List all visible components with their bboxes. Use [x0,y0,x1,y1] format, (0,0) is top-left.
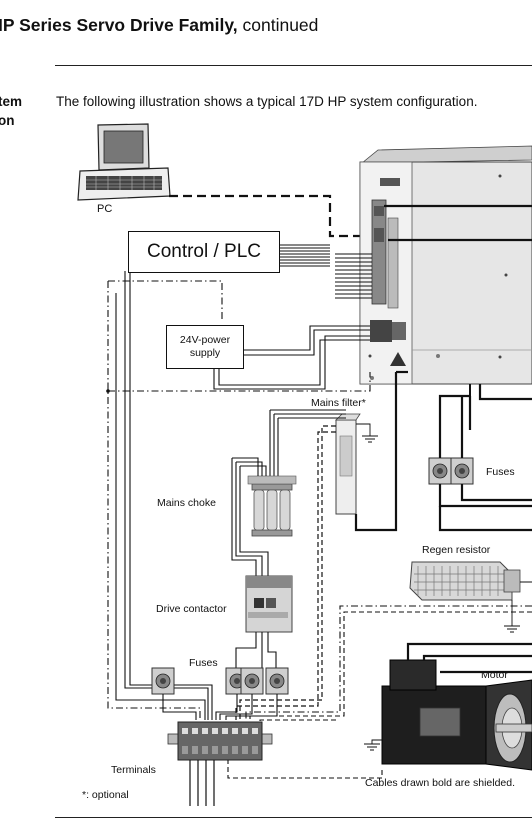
terminals-label: Terminals [111,764,156,776]
drive-contactor-icon [245,575,293,633]
optional-note: *: optional [82,789,129,801]
mains-filter-label: Mains filter* [311,397,366,409]
mains-filter-icon [335,413,361,515]
fuse-icon [240,667,264,695]
power-supply-box: 24V-power supply [166,325,244,369]
drive-contactor-label: Drive contactor [156,603,227,615]
intro-paragraph: The following illustration shows a typic… [56,94,478,109]
fuse-icon [151,667,175,695]
pc-label: PC [97,203,113,215]
power-supply-label-line1: 24V-power [179,334,231,346]
control-plc-box: Control / PLC [128,231,280,273]
motor-label: Motor [481,669,508,681]
side-heading-line2: on [0,113,15,128]
side-heading-line1: tem [0,94,23,109]
fuses-right-label: Fuses [486,466,515,478]
bottom-divider [55,817,532,818]
mains-choke-label: Mains choke [157,497,216,509]
regen-resistor-icon [409,561,521,601]
power-supply-label-line2: supply [189,347,221,359]
servo-drive-unit-icon [359,145,532,385]
mains-choke-icon [247,475,297,537]
fuse-icon [428,457,452,485]
pc-laptop-icon [77,123,171,201]
control-plc-label: Control / PLC [146,241,262,262]
fuse-icon [265,667,289,695]
regen-resistor-label: Regen resistor [422,544,491,556]
top-divider [55,65,532,66]
header-title-bold: IP Series Servo Drive Family, [0,15,238,35]
shielded-cables-note: Cables drawn bold are shielded. [365,777,516,789]
header-title-continued: continued [237,15,319,35]
motor-icon [381,659,532,771]
fuses-left-label: Fuses [189,657,218,669]
fuse-icon [450,457,474,485]
terminals-block-icon [167,721,273,761]
page-header-title: IP Series Servo Drive Family, continued [0,15,318,36]
